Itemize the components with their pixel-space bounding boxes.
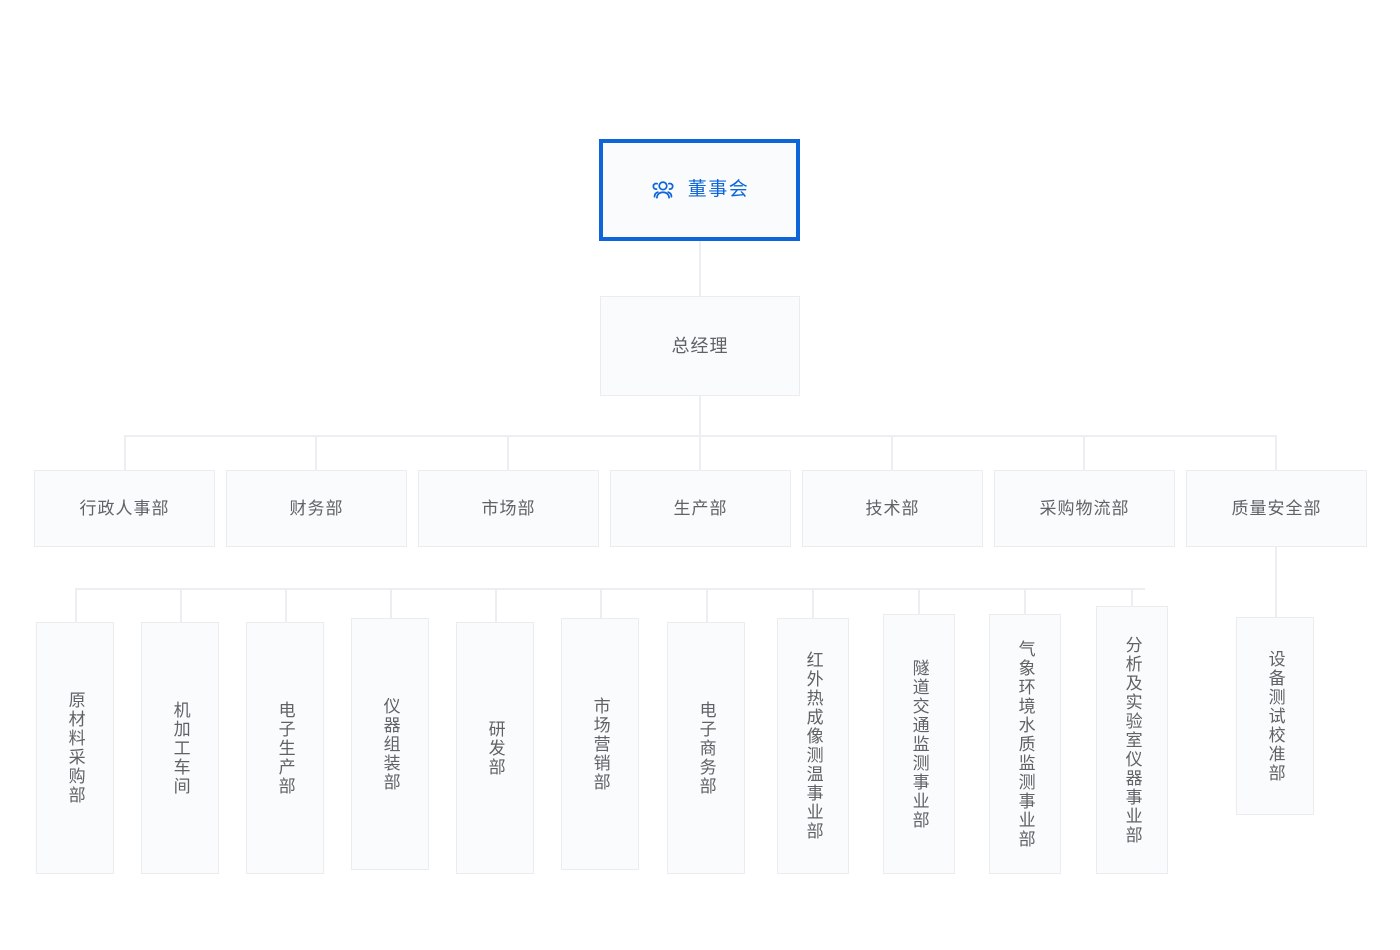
node-subdepartment-analysis-lab-instruments[interactable]: 分析及实验室仪器事业部 <box>1096 606 1168 874</box>
connector-drop-sub-6 <box>706 588 708 622</box>
node-department-marketing[interactable]: 市场部 <box>418 470 599 547</box>
node-subdepartment-research-development[interactable]: 研发部 <box>456 622 534 874</box>
connector-drop-dept-6 <box>1275 435 1277 470</box>
connector-drop-sub-4 <box>495 588 497 622</box>
node-department-label: 财务部 <box>289 498 344 518</box>
connector-drop-dept-2 <box>507 435 509 470</box>
node-subdepartment-market-sales[interactable]: 市场营销部 <box>561 618 639 870</box>
node-general-manager[interactable]: 总经理 <box>600 296 800 396</box>
connector-drop-sub-0 <box>75 588 77 622</box>
node-subdepartment-label: 研发部 <box>485 719 505 777</box>
node-subdepartment-label: 电子生产部 <box>275 700 295 796</box>
node-subdepartment-equipment-test-calibration[interactable]: 设备测试校准部 <box>1236 617 1314 815</box>
connector-drop-sub-5 <box>600 588 602 618</box>
node-subdepartment-label: 原材料采购部 <box>65 691 85 805</box>
connector-gm-drop <box>699 396 701 436</box>
node-subdepartment-label: 电子商务部 <box>696 700 716 796</box>
node-board-of-directors-label: 董事会 <box>687 178 750 200</box>
node-department-label: 市场部 <box>481 498 536 518</box>
node-subdepartment-infrared-thermal-imaging[interactable]: 红外热成像测温事业部 <box>777 618 849 874</box>
connector-drop-dept-3 <box>699 435 701 470</box>
connector-drop-sub-10 <box>1131 588 1133 606</box>
node-subdepartment-ecommerce[interactable]: 电子商务部 <box>667 622 745 874</box>
node-subdepartment-meteorology-water-quality[interactable]: 气象环境水质监测事业部 <box>989 614 1061 874</box>
node-general-manager-label: 总经理 <box>671 335 729 356</box>
node-subdepartment-label: 市场营销部 <box>590 696 610 792</box>
node-subdepartment-label: 隧道交通监测事业部 <box>909 658 929 830</box>
node-department-production[interactable]: 生产部 <box>610 470 791 547</box>
node-subdepartment-raw-material-purchasing[interactable]: 原材料采购部 <box>36 622 114 874</box>
connector-drop-dept-0 <box>124 435 126 470</box>
node-board-of-directors[interactable]: 董事会 <box>599 139 800 241</box>
node-department-label: 生产部 <box>673 498 728 518</box>
node-department-label: 技术部 <box>865 498 920 518</box>
node-department-quality-safety[interactable]: 质量安全部 <box>1186 470 1367 547</box>
node-department-finance[interactable]: 财务部 <box>226 470 407 547</box>
node-subdepartment-label: 机加工车间 <box>170 700 190 796</box>
connector-drop-dept-5 <box>1083 435 1085 470</box>
node-subdepartment-machining-workshop[interactable]: 机加工车间 <box>141 622 219 874</box>
connector-subdepartment-bus <box>75 588 1145 590</box>
node-subdepartment-label: 仪器组装部 <box>380 696 400 792</box>
node-subdepartment-label: 气象环境水质监测事业部 <box>1015 639 1035 849</box>
connector-drop-sub-2 <box>285 588 287 622</box>
node-department-label: 行政人事部 <box>79 498 170 518</box>
node-department-technology[interactable]: 技术部 <box>802 470 983 547</box>
node-subdepartment-label: 红外热成像测温事业部 <box>803 651 823 841</box>
connector-drop-dept-4 <box>891 435 893 470</box>
node-subdepartment-label: 设备测试校准部 <box>1265 649 1285 783</box>
connector-drop-sub-7 <box>812 588 814 618</box>
connector-drop-dept-1 <box>315 435 317 470</box>
people-group-icon <box>650 177 676 203</box>
node-subdepartment-tunnel-traffic-monitoring[interactable]: 隧道交通监测事业部 <box>883 614 955 874</box>
node-subdepartment-instrument-assembly[interactable]: 仪器组装部 <box>351 618 429 870</box>
node-subdepartment-electronics-production[interactable]: 电子生产部 <box>246 622 324 874</box>
connector-drop-sub-9 <box>1024 588 1026 614</box>
connector-drop-sub-8 <box>918 588 920 614</box>
node-department-label: 质量安全部 <box>1231 498 1322 518</box>
connector-drop-sub-1 <box>180 588 182 622</box>
connector-drop-sub-3 <box>390 588 392 618</box>
connector-quality-to-calibration <box>1275 547 1277 617</box>
node-subdepartment-label: 分析及实验室仪器事业部 <box>1122 635 1142 845</box>
node-department-administration-hr[interactable]: 行政人事部 <box>34 470 215 547</box>
node-department-procurement-logistics[interactable]: 采购物流部 <box>994 470 1175 547</box>
node-department-label: 采购物流部 <box>1039 498 1130 518</box>
connector-root-to-gm <box>699 241 701 296</box>
